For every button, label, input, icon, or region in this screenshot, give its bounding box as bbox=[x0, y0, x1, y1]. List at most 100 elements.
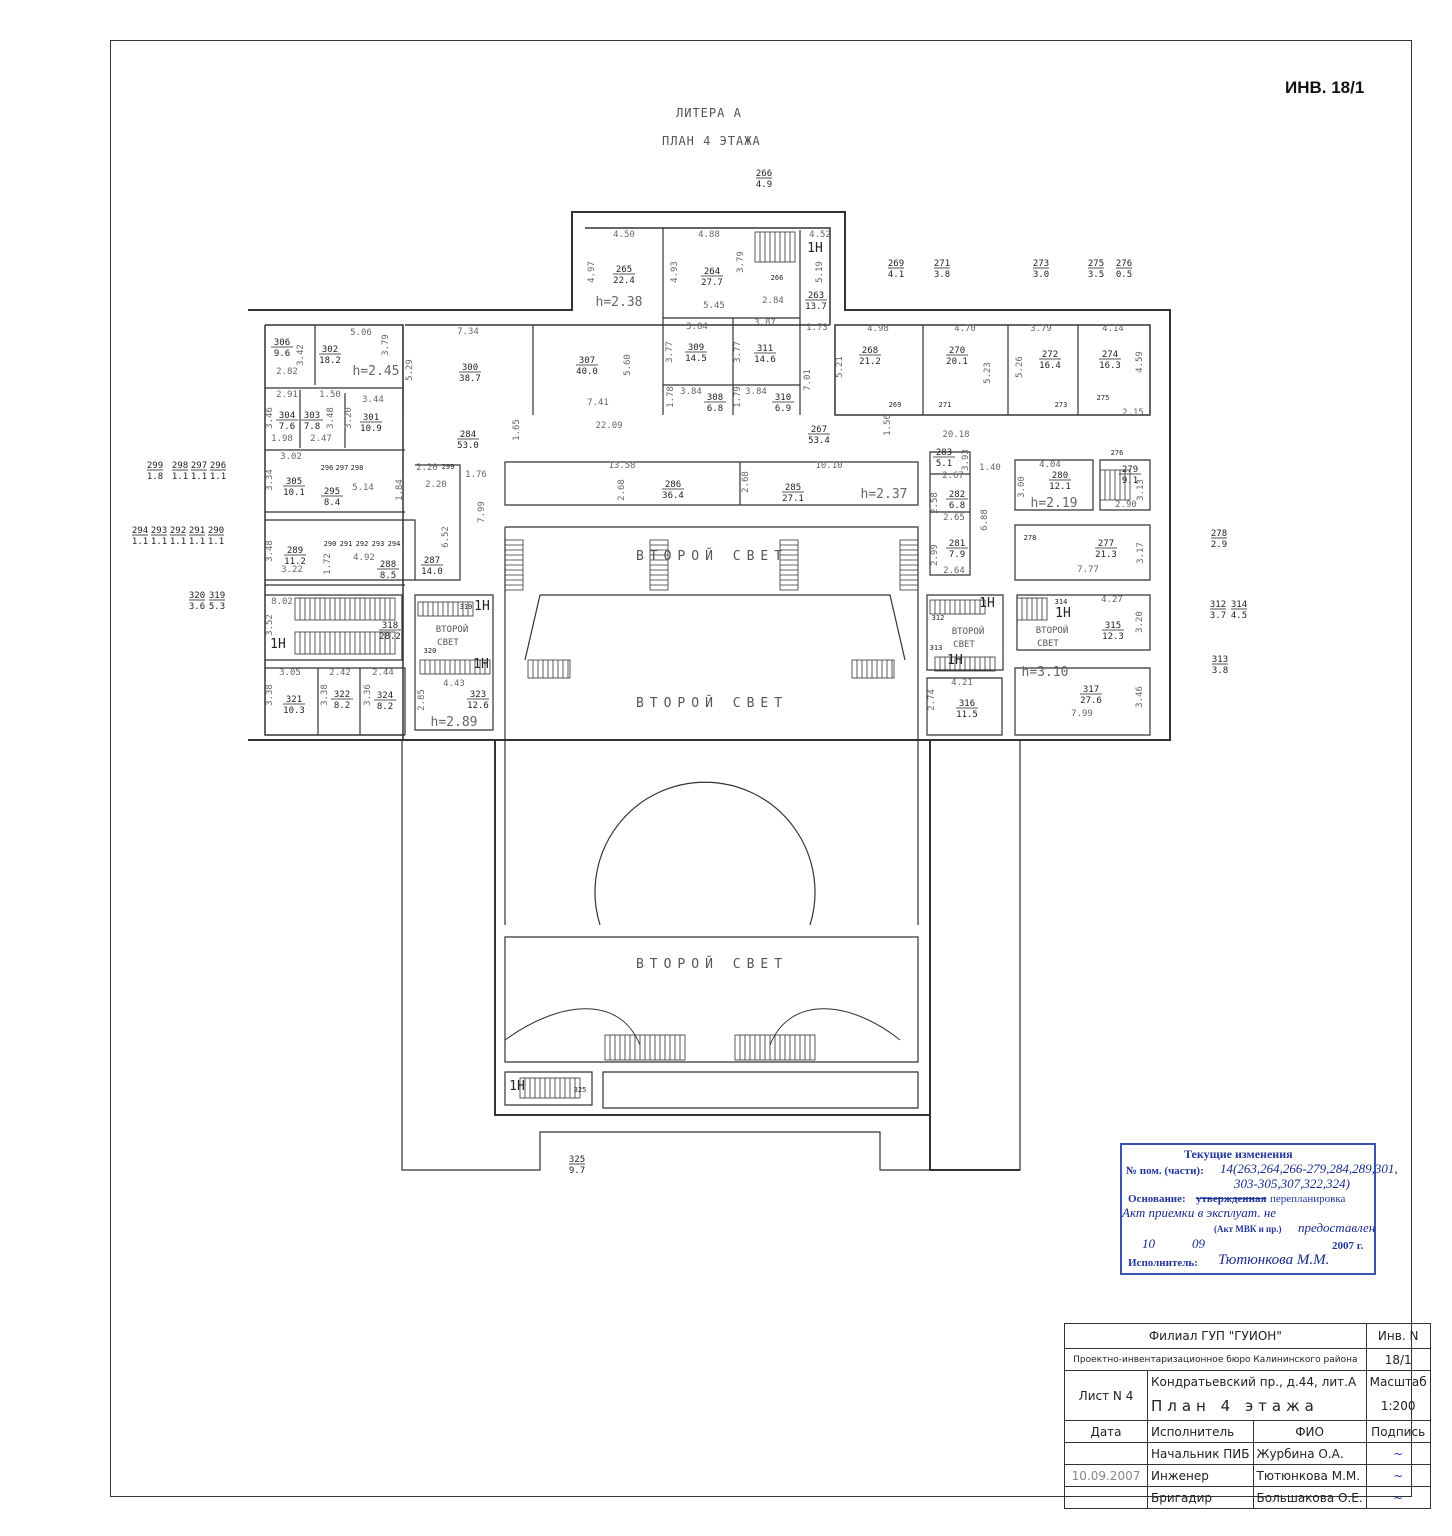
date-value: 10.09.2007 bbox=[1064, 1464, 1148, 1487]
external-room-number: 273 bbox=[1033, 259, 1049, 269]
scale-label: Масштаб bbox=[1365, 1370, 1431, 1392]
level-mark: 1Н bbox=[979, 596, 995, 611]
room-area: 20.1 bbox=[946, 357, 968, 367]
dimension-label: 10.10 bbox=[815, 461, 842, 471]
room-area: 6.8 bbox=[949, 501, 965, 511]
room-number: 302 bbox=[322, 345, 338, 355]
room-area: 21.2 bbox=[859, 357, 881, 367]
dimension-label: 4.97 bbox=[587, 261, 597, 283]
external-room-number: 278 bbox=[1211, 529, 1227, 539]
dimension-label: 2.68 bbox=[617, 479, 627, 501]
dimension-label: 2.20 bbox=[416, 463, 438, 473]
room-number: 321 bbox=[286, 695, 302, 705]
room-area: 36.4 bbox=[662, 491, 684, 501]
dimension-label: 7.41 bbox=[587, 398, 609, 408]
second-light-small-label: СВЕТ bbox=[1037, 639, 1059, 649]
small-room-number: 266 bbox=[771, 274, 784, 282]
dimension-label: 2.20 bbox=[425, 480, 447, 490]
level-mark: 1Н bbox=[947, 653, 963, 668]
dimension-label: 4.88 bbox=[698, 230, 720, 240]
room-number: 315 bbox=[1105, 621, 1121, 631]
room-area: 53.4 bbox=[808, 436, 830, 446]
second-light-small-label: СВЕТ bbox=[437, 638, 459, 648]
room-number: 307 bbox=[579, 356, 595, 366]
dimension-label: 2.42 bbox=[329, 668, 351, 678]
room-number: 306 bbox=[274, 338, 290, 348]
dimension-label: 5.26 bbox=[1015, 356, 1025, 378]
dimension-label: 5.23 bbox=[983, 362, 993, 384]
room-number: 304 bbox=[279, 411, 295, 421]
external-room-area: 3.6 bbox=[189, 602, 205, 612]
room-area: 38.7 bbox=[459, 374, 481, 384]
room-number: 279 bbox=[1122, 465, 1138, 475]
dimension-label: 6.52 bbox=[441, 526, 451, 548]
dimension-label: 4.21 bbox=[951, 678, 973, 688]
external-room-area: 3.8 bbox=[1212, 666, 1228, 676]
small-room-number: 299 bbox=[442, 463, 455, 471]
level-mark: 1Н bbox=[270, 637, 286, 652]
dimension-label: 3.77 bbox=[665, 341, 675, 363]
inv-label: Инв. N bbox=[1365, 1323, 1431, 1349]
external-room-area: 3.0 bbox=[1033, 270, 1049, 280]
room-area: 10.3 bbox=[283, 706, 305, 716]
room-number: 323 bbox=[470, 690, 486, 700]
signature-header: Подпись bbox=[1365, 1420, 1431, 1443]
room-number: 303 bbox=[304, 411, 320, 421]
room-area: 7.6 bbox=[279, 422, 295, 432]
room-number: 305 bbox=[286, 477, 302, 487]
dimension-label: 4.59 bbox=[1135, 351, 1145, 373]
title-block: Филиал ГУП "ГУИОН"Инв. N Проектно-инвент… bbox=[1064, 1323, 1431, 1509]
room-area: 27.6 bbox=[1080, 696, 1102, 706]
room-number: 268 bbox=[862, 346, 878, 356]
room-number: 310 bbox=[775, 393, 791, 403]
external-room-area: 1.1 bbox=[151, 537, 167, 547]
external-room-number: 276 bbox=[1116, 259, 1132, 269]
small-room-number: 294 bbox=[388, 540, 401, 548]
signature-3: ~ bbox=[1365, 1486, 1431, 1509]
room-area: 7.9 bbox=[949, 550, 965, 560]
room-area: 18.2 bbox=[319, 356, 341, 366]
external-room-area: 1.1 bbox=[191, 472, 207, 482]
external-room-labels: 2664.92694.12713.82733.02753.52760.52991… bbox=[132, 169, 1247, 1176]
room-area: 13.7 bbox=[805, 302, 827, 312]
external-room-number: 320 bbox=[189, 591, 205, 601]
dimension-label: 4.70 bbox=[954, 324, 976, 334]
small-room-number: 291 bbox=[340, 540, 353, 548]
stamp-date-day: 10 bbox=[1142, 1236, 1155, 1251]
dimension-label: 1.56 bbox=[883, 414, 893, 436]
room-area: 12.1 bbox=[1049, 482, 1071, 492]
room-number: 308 bbox=[707, 393, 723, 403]
room-area: 6.8 bbox=[707, 404, 723, 414]
stamp-rooms-label: № пом. (части): bbox=[1126, 1165, 1204, 1177]
dimension-label: 3.79 bbox=[1030, 324, 1052, 334]
small-room-number: 275 bbox=[1097, 394, 1110, 402]
inventory-number: ИНВ. 18/1 bbox=[1285, 78, 1365, 97]
litera-label: ЛИТЕРА А bbox=[676, 106, 742, 120]
dimension-label: 1.84 bbox=[395, 479, 405, 501]
dimension-label: 4.14 bbox=[1102, 324, 1124, 334]
small-room-number: 292 bbox=[356, 540, 369, 548]
name-1: Журбина О.А. bbox=[1252, 1442, 1367, 1465]
room-number: 280 bbox=[1052, 471, 1068, 481]
room-number: 318 bbox=[382, 621, 398, 631]
room-number: 283 bbox=[936, 448, 952, 458]
executor-header: Исполнитель bbox=[1147, 1420, 1254, 1443]
external-room-number: 299 bbox=[147, 461, 163, 471]
signature-2: ~ bbox=[1365, 1464, 1431, 1487]
dimension-label: 1.72 bbox=[323, 553, 333, 575]
external-room-number: 294 bbox=[132, 526, 148, 536]
room-area: 12.6 bbox=[467, 701, 489, 711]
dimension-label: 3.84 bbox=[686, 322, 708, 332]
stamp-note-2: предоставлен bbox=[1298, 1220, 1376, 1235]
dimension-label: 2.15 bbox=[1122, 408, 1144, 418]
external-room-area: 3.8 bbox=[934, 270, 950, 280]
second-light-small-label: ВТОРОЙ bbox=[436, 623, 469, 635]
external-room-area: 9.7 bbox=[569, 1166, 585, 1176]
dimension-label: 3.20 bbox=[344, 407, 354, 429]
room-number: 264 bbox=[704, 267, 720, 277]
dimension-label: 2.84 bbox=[762, 296, 784, 306]
stamp-basis-value: перепланировка bbox=[1270, 1193, 1346, 1205]
stamp-date-month: 09 bbox=[1192, 1236, 1205, 1251]
